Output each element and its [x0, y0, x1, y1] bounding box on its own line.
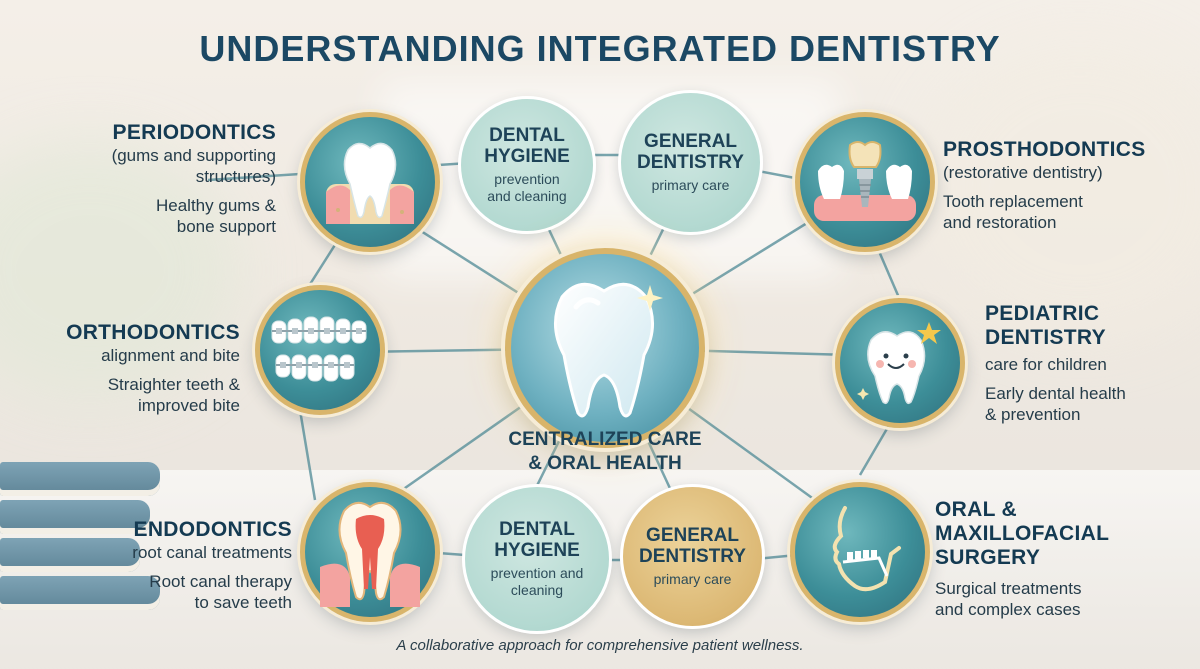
orthodontics-sub: alignment and bite — [101, 346, 240, 365]
glowing-tooth-icon — [554, 282, 663, 418]
page-title: UNDERSTANDING INTEGRATED DENTISTRY — [199, 28, 1001, 69]
pediatric-text: PEDIATRIC DENTISTRY care for children Ea… — [985, 302, 1190, 425]
general-top-sub: primary care — [651, 177, 730, 193]
prosthodontics-sub: (restorative dentistry) — [943, 163, 1103, 182]
general-top-title: GENERAL — [644, 131, 737, 152]
orthodontics-desc: improved bite — [137, 396, 240, 415]
oral-surgery-desc: and complex cases — [935, 600, 1081, 619]
pediatric-title: DENTISTRY — [985, 326, 1106, 349]
orthodontics-title: ORTHODONTICS — [66, 321, 240, 344]
crown-implant-icon — [814, 141, 916, 221]
pediatric-title: PEDIATRIC — [985, 302, 1100, 325]
endodontics-title: ENDODONTICS — [133, 518, 292, 541]
smiling-tooth-star-icon — [857, 322, 941, 405]
general-bottom-sub: primary care — [653, 571, 732, 587]
tooth-gum-bone-icon — [326, 142, 414, 224]
tooth-root-canal-icon — [320, 501, 420, 607]
general-top-title: DENTISTRY — [637, 152, 744, 173]
endodontics-sub: root canal treatments — [132, 543, 292, 562]
pediatric-sub: care for children — [985, 355, 1107, 374]
hygiene-top-sub: prevention — [494, 171, 560, 187]
pediatric-node — [835, 298, 965, 428]
central-tooth-node — [505, 248, 705, 448]
oral-surgery-text: ORAL & MAXILLOFACIAL SURGERY Surgical tr… — [935, 498, 1195, 620]
pediatric-desc: & prevention — [985, 405, 1081, 424]
hygiene-bottom-sub: prevention and — [490, 565, 584, 581]
hygiene-bottom-title: HYGIENE — [494, 540, 580, 561]
orthodontics-text: ORTHODONTICS alignment and bite Straight… — [20, 321, 240, 416]
hygiene-bottom-title: DENTAL — [499, 519, 575, 540]
center-label-line: & ORAL HEALTH — [528, 453, 682, 474]
prosthodontics-title: PROSTHODONTICS — [943, 138, 1146, 161]
endodontics-desc: Root canal therapy — [149, 572, 292, 591]
periodontics-node — [300, 112, 440, 252]
center-label-line: CENTRALIZED CARE — [508, 429, 702, 450]
dental-hygiene-top-node: DENTAL HYGIENE prevention and cleaning — [458, 96, 596, 234]
orthodontics-desc: Straighter teeth & — [107, 375, 240, 394]
endodontics-node — [300, 482, 440, 622]
periodontics-desc: Healthy gums & — [156, 196, 276, 215]
books-decoration — [0, 462, 160, 614]
oral-surgery-node — [790, 482, 930, 622]
oral-surgery-title: MAXILLOFACIAL — [935, 522, 1110, 545]
prosthodontics-desc: Tooth replacement — [943, 192, 1083, 211]
prosthodontics-desc: and restoration — [943, 213, 1057, 232]
endodontics-desc: to save teeth — [194, 593, 292, 612]
periodontics-sub: (gums and supporting — [111, 146, 276, 165]
center-label: CENTRALIZED CARE & ORAL HEALTH — [480, 428, 730, 476]
periodontics-title: PERIODONTICS — [112, 121, 276, 144]
general-dentistry-bottom-node: GENERAL DENTISTRY primary care — [620, 484, 765, 629]
periodontics-desc: bone support — [176, 217, 276, 236]
periodontics-text: PERIODONTICS (gums and supporting struct… — [40, 121, 276, 237]
dental-hygiene-bottom-node: DENTAL HYGIENE prevention and cleaning — [462, 484, 612, 634]
general-bottom-title: DENTISTRY — [639, 546, 746, 567]
prosthodontics-text: PROSTHODONTICS (restorative dentistry) T… — [943, 138, 1193, 233]
general-dentistry-top-node: GENERAL DENTISTRY primary care — [618, 90, 763, 235]
hygiene-bottom-sub: cleaning — [510, 582, 564, 598]
endodontics-text: ENDODONTICS root canal treatments Root c… — [60, 518, 292, 613]
background-window — [380, 80, 840, 280]
general-bottom-title: GENERAL — [646, 525, 739, 546]
oral-surgery-title: ORAL & — [935, 498, 1017, 521]
hygiene-top-sub: and cleaning — [487, 188, 567, 204]
footer-tagline: A collaborative approach for comprehensi… — [396, 637, 804, 654]
pediatric-desc: Early dental health — [985, 384, 1126, 403]
braces-icon — [271, 316, 367, 382]
background-blur — [0, 140, 240, 400]
periodontics-sub: structures) — [195, 167, 276, 186]
prosthodontics-node — [795, 112, 935, 252]
hygiene-top-title: HYGIENE — [484, 146, 570, 167]
jaw-profile-icon — [832, 506, 901, 592]
background-blur — [920, 40, 1200, 340]
orthodontics-node — [255, 285, 385, 415]
oral-surgery-desc: Surgical treatments — [935, 579, 1082, 598]
hygiene-top-title: DENTAL — [489, 125, 565, 146]
oral-surgery-title: SURGERY — [935, 546, 1041, 569]
